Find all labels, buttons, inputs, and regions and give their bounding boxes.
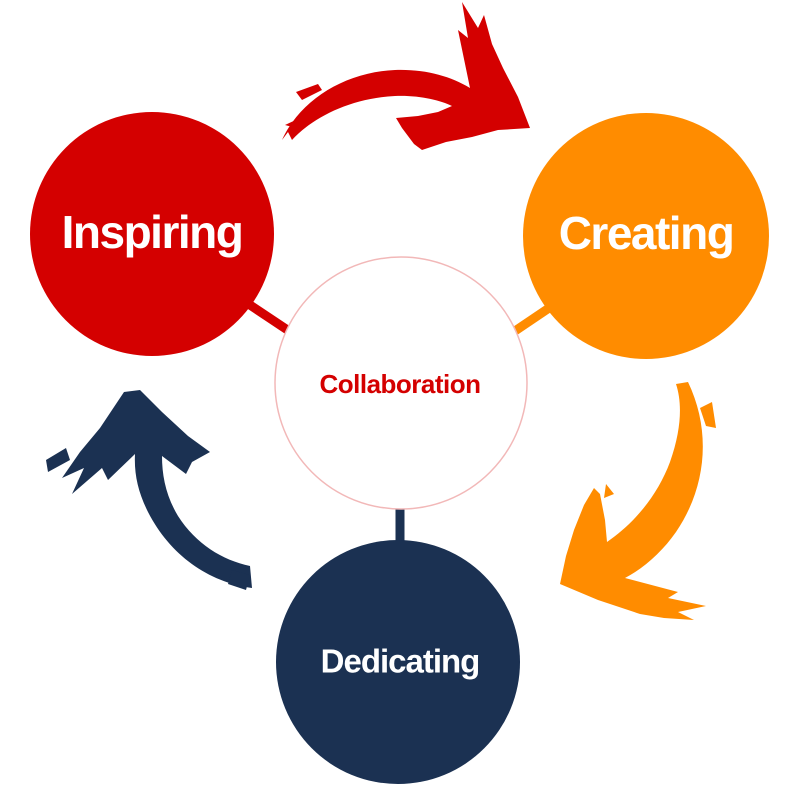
node-creating-label: Creating	[559, 207, 734, 259]
node-creating-circle	[523, 113, 769, 359]
connector-creating	[509, 302, 555, 337]
node-inspiring-label: Inspiring	[62, 206, 243, 258]
arrow-creating-to-dedicating	[560, 382, 716, 620]
node-dedicating-label: Dedicating	[321, 643, 480, 680]
arrow-dedicating-to-inspiring	[46, 390, 252, 590]
center-label: Collaboration	[319, 369, 480, 399]
connector-inspiring	[247, 301, 295, 337]
arrow-inspiring-to-creating	[282, 2, 530, 150]
node-inspiring-circle	[30, 112, 274, 356]
node-dedicating-circle	[276, 540, 520, 784]
center-circle	[274, 256, 528, 510]
